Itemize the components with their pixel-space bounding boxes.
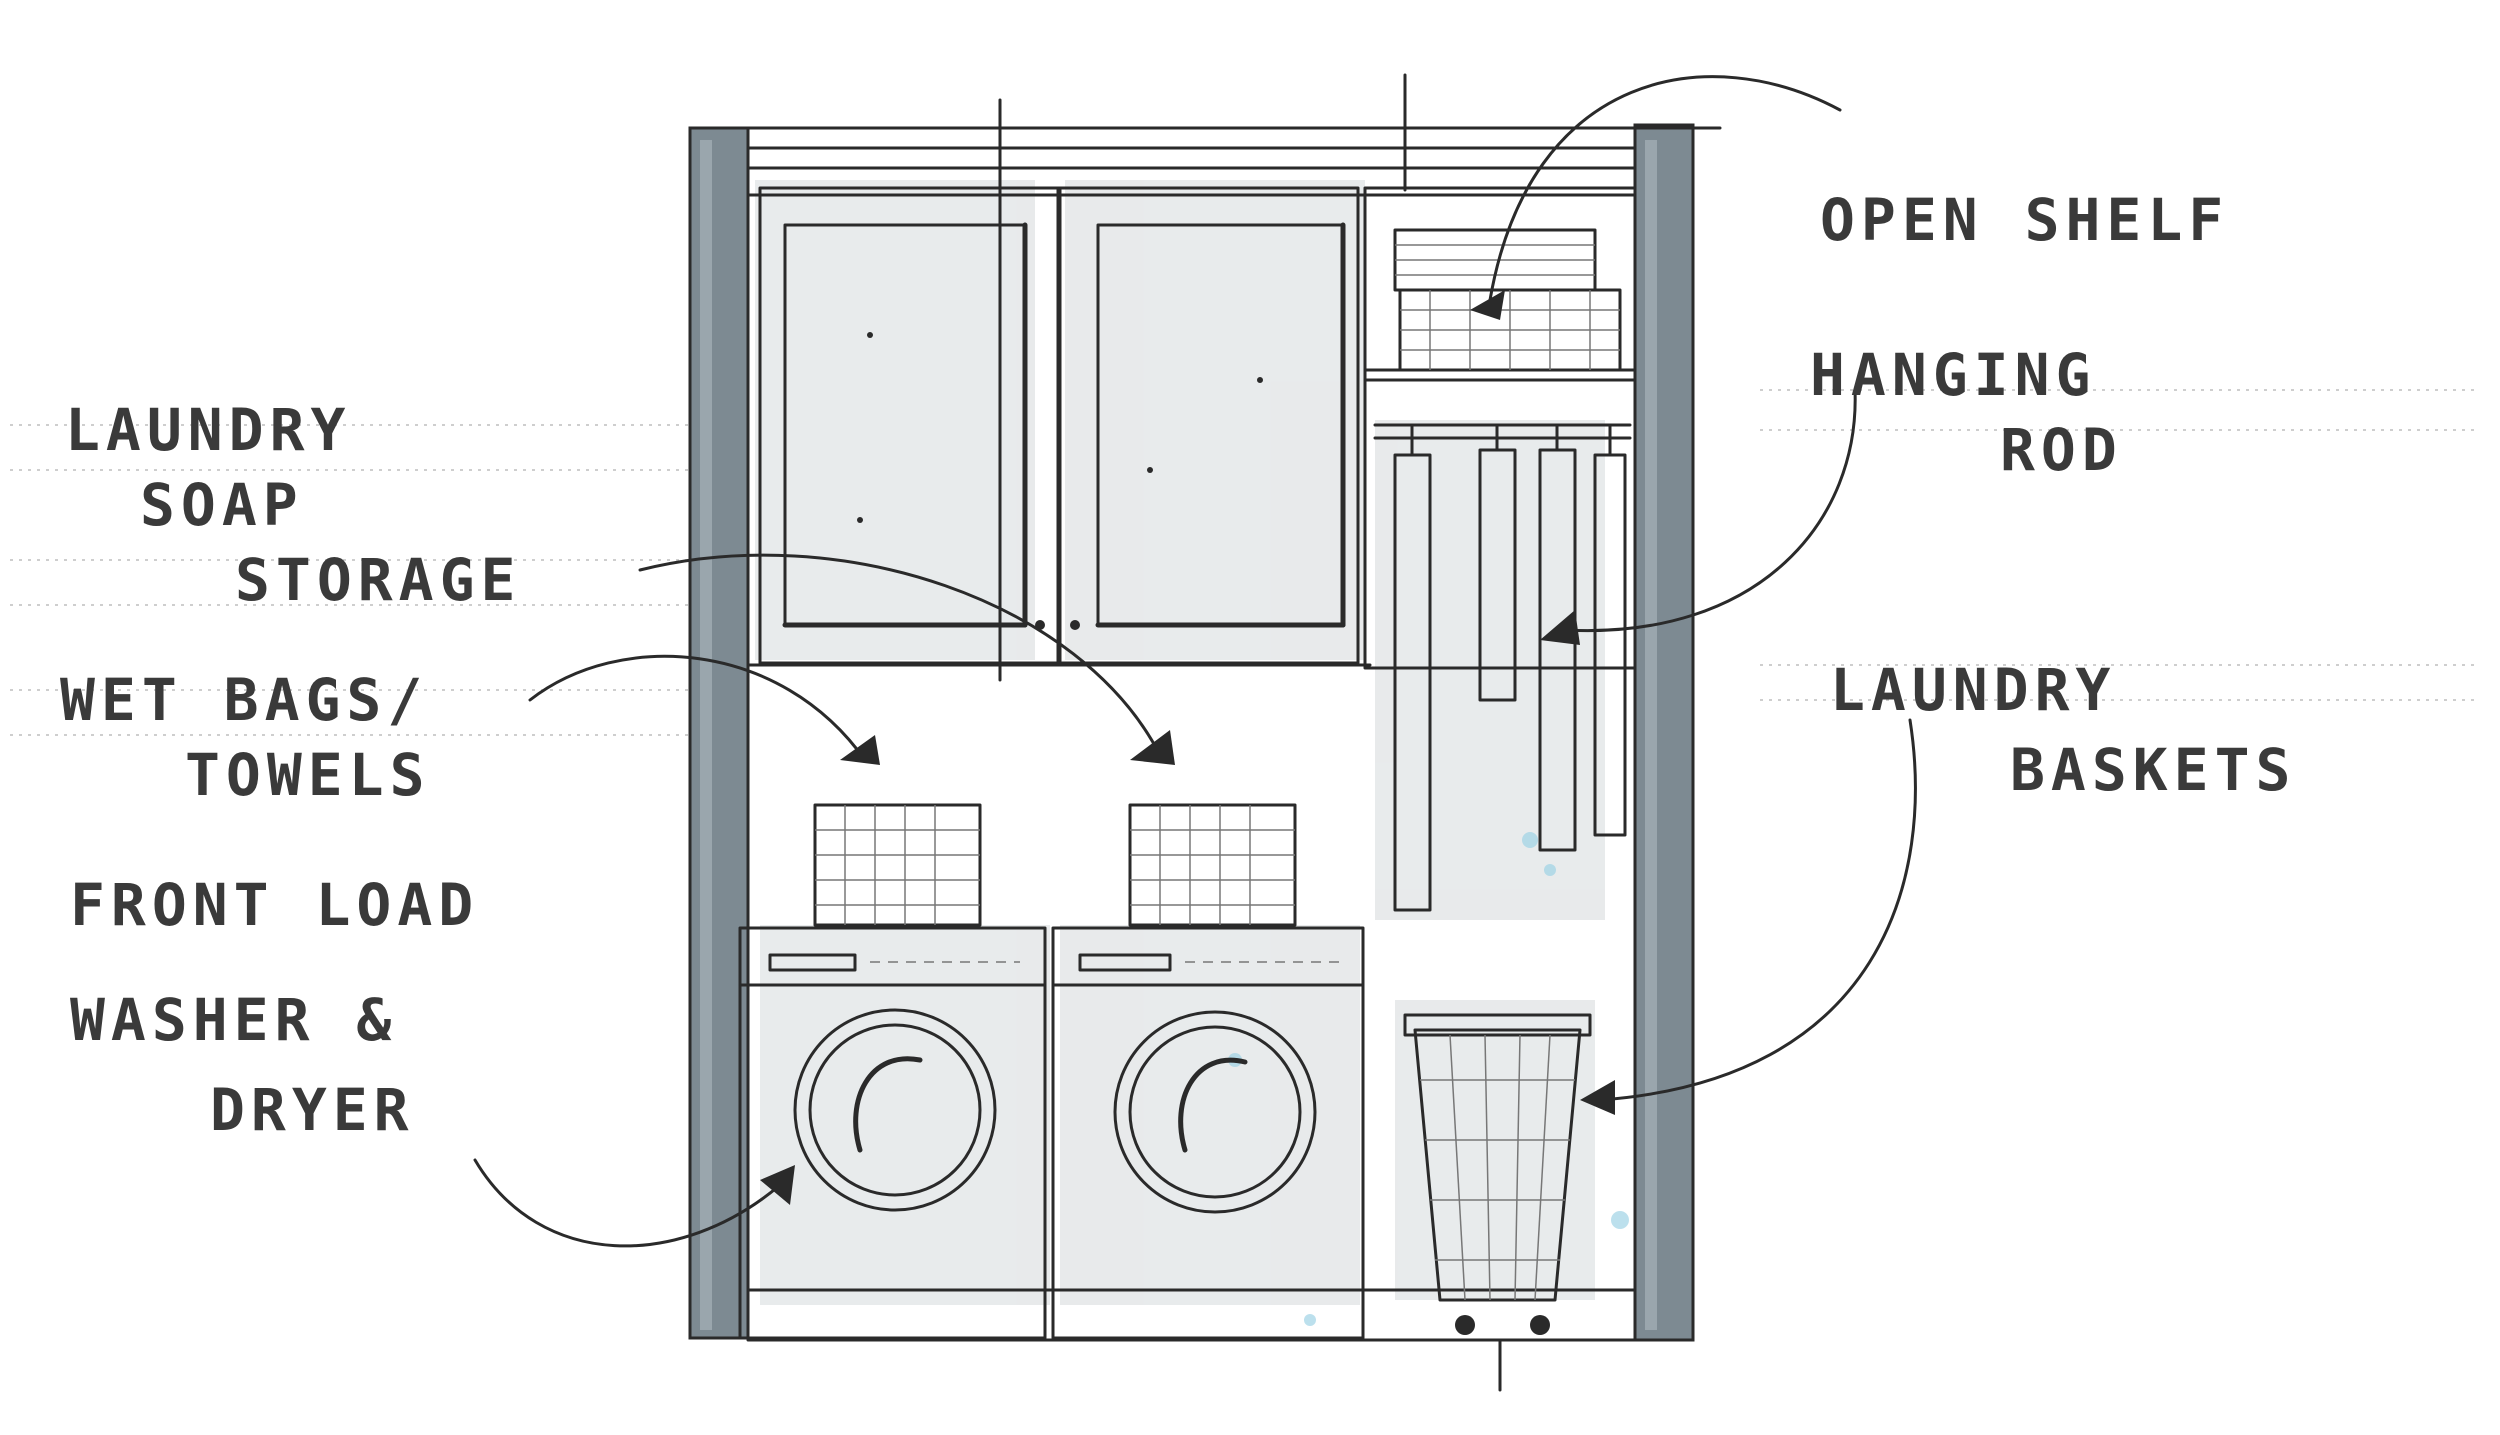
hanging-rod-line-2: ROD [2000,416,2123,484]
guide-lines [10,389,2480,736]
soap-storage-line-1: LAUNDRY [65,396,351,464]
laundry-baskets-line-2: BASKETS [2010,736,2296,804]
marker-shadows [755,180,1605,1305]
cabinet-frame [688,73,1722,1392]
label-open-shelf: OPEN SHELF [1820,186,2229,254]
hanging-rod [1373,423,1632,912]
washer-dryer-line-1: FRONT LOAD [70,871,479,939]
cabinet-knobs [857,332,1263,630]
wet-bags-line-1: WET BAGS/ [60,666,428,734]
hanging-rod-line-1: HANGING [1810,341,2096,409]
laundry-basket [1403,1013,1592,1335]
soap-storage-line-3: STORAGE [235,546,521,614]
soap-storage-line-2: SOAP [140,471,304,539]
label-soap-storage: LAUNDRY SOAP STORAGE [65,396,521,614]
arrow-heads [760,290,1615,1205]
laundry-baskets-line-1: LAUNDRY [1830,656,2116,724]
side-walls [688,123,1695,1342]
blue-accents [1228,832,1629,1326]
leader-lines [473,75,1917,1248]
wet-bag-baskets [813,803,1297,927]
upper-cabinets [758,186,1360,665]
label-hanging-rod: HANGING ROD [1810,341,2123,484]
washer-dryer-line-2: WASHER & [70,986,397,1054]
wet-bags-line-2: TOWELS [185,741,431,809]
washer-dryer [738,926,1365,1340]
label-wet-bags: WET BAGS/ TOWELS [60,666,431,809]
label-laundry-baskets: LAUNDRY BASKETS [1830,656,2296,804]
label-washer-dryer: FRONT LOAD WASHER & DRYER [70,871,479,1144]
right-wall [1633,123,1695,1342]
washer-dryer-line-3: DRYER [210,1076,415,1144]
open-shelf [1363,186,1637,670]
open-shelf-line-1: OPEN SHELF [1820,186,2229,254]
